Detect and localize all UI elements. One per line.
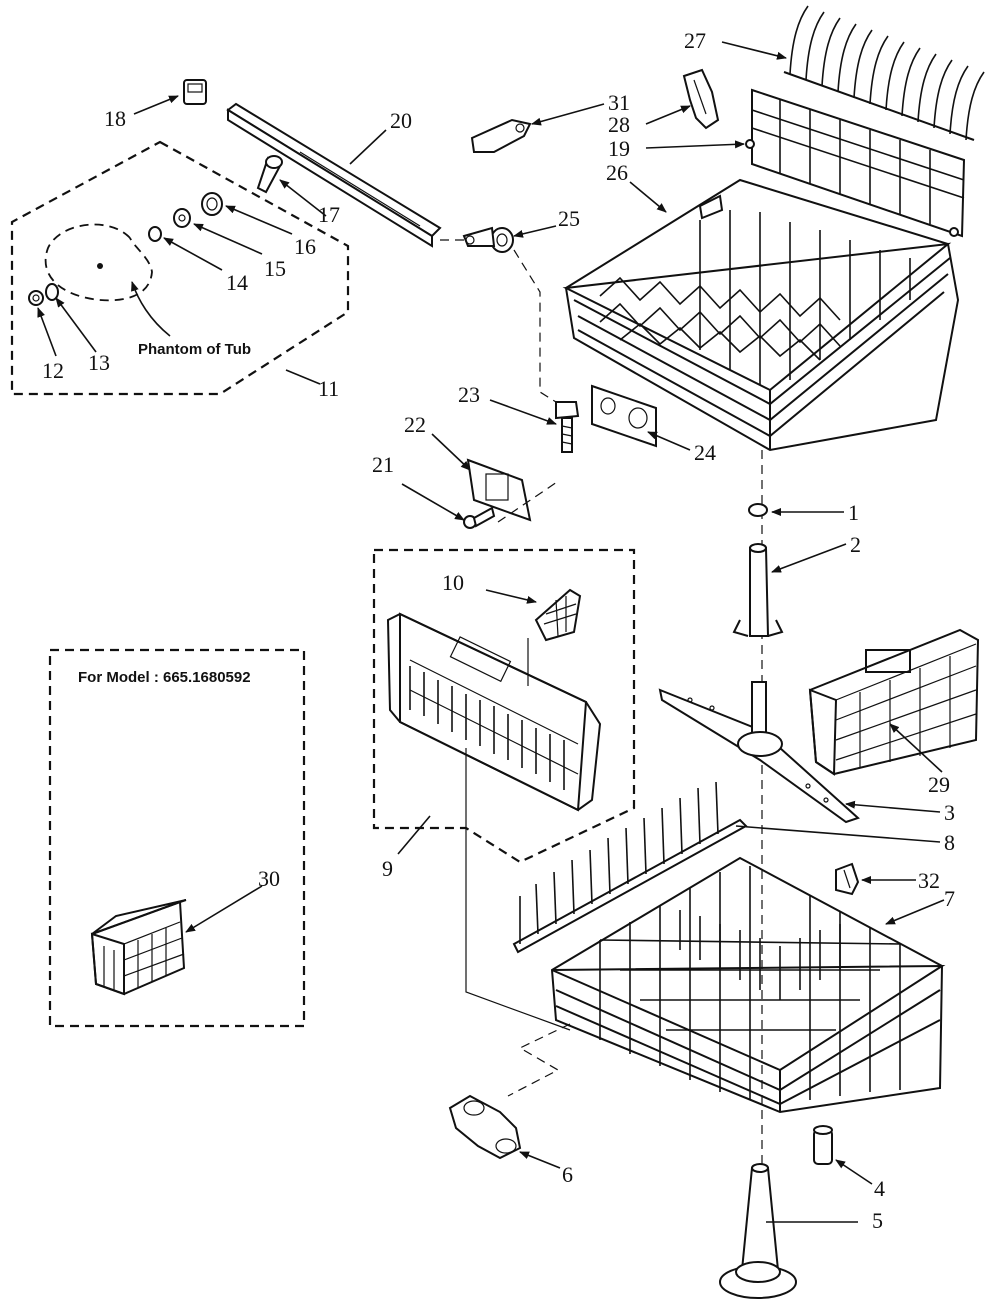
clip-31: [470, 118, 532, 153]
bolt-23: [555, 401, 580, 453]
label-part-2: 2: [850, 532, 861, 557]
label-part-7: 7: [944, 886, 955, 911]
basket-29: [808, 628, 980, 776]
label-part-1: 1: [848, 500, 859, 525]
label-part-29: 29: [928, 772, 950, 797]
label-part-6: 6: [562, 1162, 573, 1187]
tub-parts-group-outline: [10, 140, 350, 396]
cover-22: [466, 458, 532, 522]
seal-1: [748, 503, 768, 517]
label-part-18: 18: [104, 106, 126, 131]
label-part-22: 22: [404, 412, 426, 437]
screw-21: [463, 506, 496, 529]
label-part-17: 17: [318, 202, 340, 227]
model-box-outline: [48, 648, 306, 1028]
basket-divider-10: [534, 588, 582, 642]
clip-32: [835, 862, 860, 896]
label-part-28: 28: [608, 112, 630, 137]
label-part-15: 15: [264, 256, 286, 281]
phantom-tub-outline: [44, 223, 153, 302]
washer-13: [45, 283, 59, 301]
label-part-32: 32: [918, 868, 940, 893]
rail-20: [226, 102, 442, 248]
tube-5: [719, 1163, 797, 1299]
label-part-19: 19: [608, 136, 630, 161]
bracket-24: [591, 384, 657, 448]
clip-28: [682, 68, 720, 130]
label-part-26: 26: [606, 160, 628, 185]
basket-30: [90, 899, 187, 996]
label-part-31: 31: [608, 90, 630, 115]
basket-group-9-outline: [372, 548, 636, 864]
tube-2: [732, 543, 784, 637]
upper-rack-26: [562, 178, 960, 452]
label-part-27: 27: [684, 28, 706, 53]
label-part-9: 9: [382, 856, 393, 881]
label-part-5: 5: [872, 1208, 883, 1233]
bushing-15: [173, 208, 191, 228]
label-part-3: 3: [944, 800, 955, 825]
roller-assembly-6: [448, 1094, 522, 1160]
label-part-23: 23: [458, 382, 480, 407]
label-part-16: 16: [294, 234, 316, 259]
leader-lines: [37, 41, 945, 1223]
bolt-17: [256, 155, 283, 194]
label-part-12: 12: [42, 358, 64, 383]
silverware-basket-9: [386, 612, 602, 812]
lower-rack-7: [550, 856, 946, 1114]
nut-12: [28, 290, 44, 306]
label-part-13: 13: [88, 350, 110, 375]
cup-shelf-19: [745, 88, 966, 238]
label-part-24: 24: [694, 440, 716, 465]
label-part-30: 30: [258, 866, 280, 891]
label-part-25: 25: [558, 206, 580, 231]
bumper-4: [813, 1125, 833, 1165]
label-part-20: 20: [390, 108, 412, 133]
label-part-21: 21: [372, 452, 394, 477]
wheel-25: [462, 226, 514, 253]
model-caption: For Model : 665.1680592: [78, 669, 251, 686]
label-part-11: 11: [318, 376, 339, 401]
spray-arm-3: [658, 681, 860, 824]
roller-16: [201, 192, 223, 216]
end-cap-18: [183, 79, 207, 105]
label-part-8: 8: [944, 830, 955, 855]
phantom-of-tub-caption: Phantom of Tub: [138, 341, 251, 358]
label-part-4: 4: [874, 1176, 885, 1201]
stud-dot: [97, 263, 103, 269]
tine-row-27: [783, 5, 985, 141]
label-part-10: 10: [442, 570, 464, 595]
washer-14: [148, 226, 162, 242]
label-part-14: 14: [226, 270, 248, 295]
